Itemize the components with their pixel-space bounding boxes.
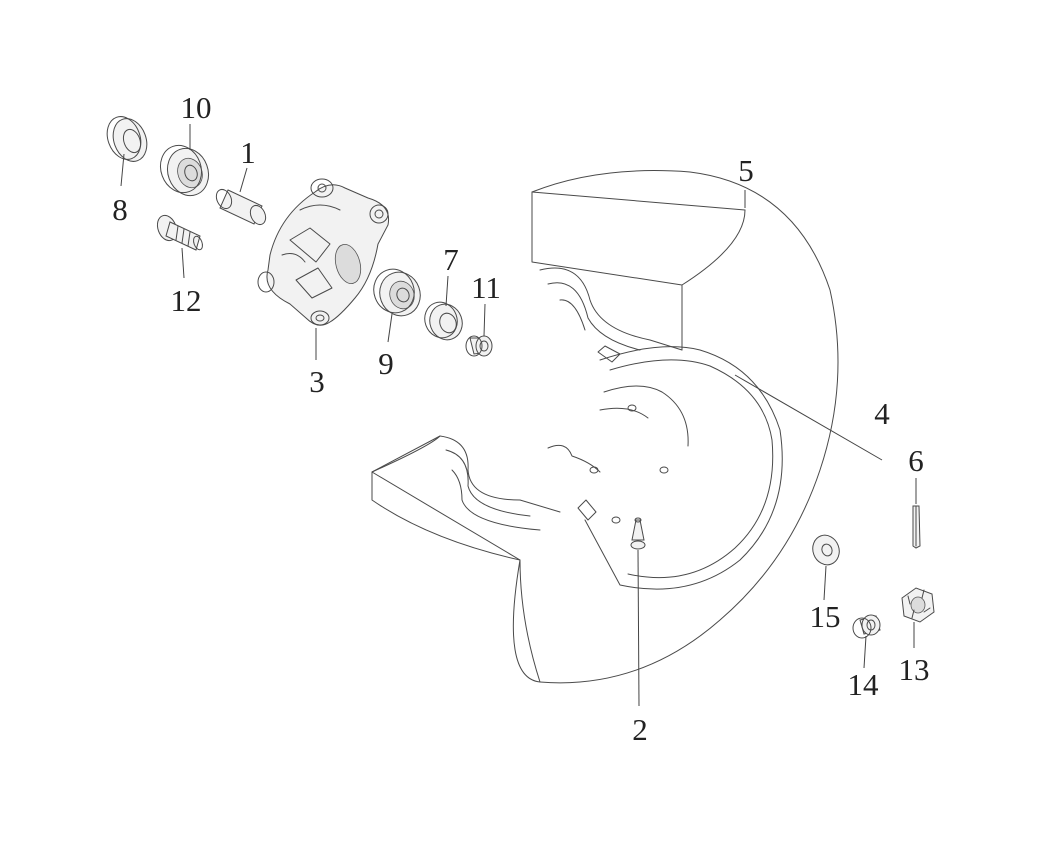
part-13-castle-nut: [901, 587, 935, 623]
callout-10: 10: [181, 90, 212, 125]
callout-11: 11: [471, 270, 501, 305]
part-7-oil-seal: [424, 301, 463, 341]
callout-7: 7: [443, 242, 459, 277]
callout-5: 5: [738, 153, 754, 188]
callout-9: 9: [378, 346, 394, 381]
part-11-collar: [465, 335, 493, 357]
part-8-oil-seal: [106, 116, 148, 162]
callout-14: 14: [848, 667, 880, 702]
callout-3: 3: [309, 364, 325, 399]
callout-labels: 1 2 3 4 5 6 7 8 9 10 11 12 13 14 15: [112, 90, 929, 747]
callout-8: 8: [112, 192, 128, 227]
part-3-hub: [257, 178, 390, 326]
part-2-valve: [630, 517, 646, 550]
part-14-collar: [852, 614, 881, 639]
callout-6: 6: [908, 443, 924, 478]
callout-13: 13: [899, 652, 930, 687]
callout-15: 15: [810, 599, 841, 634]
part-9-bearing: [373, 268, 421, 317]
part-1-spacer: [215, 188, 267, 226]
callout-12: 12: [171, 283, 202, 318]
callout-1: 1: [240, 135, 256, 170]
callout-2: 2: [632, 712, 648, 747]
callout-4: 4: [874, 396, 890, 431]
part-10-bearing: [159, 144, 210, 197]
part-12-bolt: [156, 214, 203, 251]
part-4-rim: [547, 345, 783, 590]
part-15-washer: [812, 534, 840, 566]
leader-lines: [120, 124, 917, 707]
part-5-tire: [371, 170, 839, 684]
part-6-cotter-pin: [912, 505, 921, 549]
